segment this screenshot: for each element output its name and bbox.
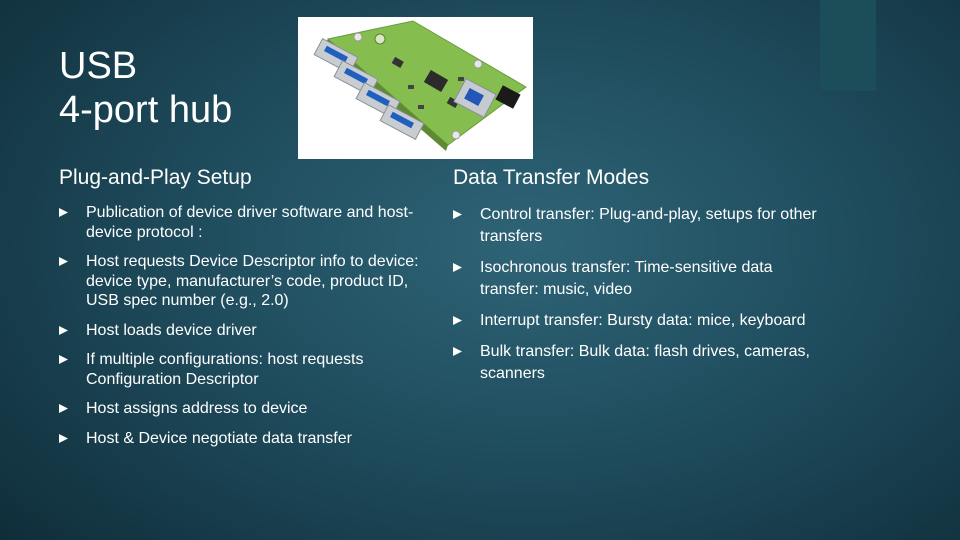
bullet-item: Bulk transfer: Bulk data: flash drives, … (453, 341, 823, 385)
bullet-item: Host loads device driver (59, 321, 419, 341)
usb-hub-board-illustration (298, 17, 533, 159)
bullet-item: Host & Device negotiate data transfer (59, 429, 419, 449)
bullet-arrow-icon (453, 210, 462, 219)
bullet-arrow-icon (453, 347, 462, 356)
bullet-arrow-icon (59, 325, 68, 335)
bullet-arrow-icon (59, 433, 68, 443)
bullet-item: Host requests Device Descriptor info to … (59, 252, 419, 311)
bullet-text: Publication of device driver software an… (86, 204, 414, 241)
bullet-arrow-icon (59, 355, 68, 364)
bullet-item: Host assigns address to device (59, 399, 419, 419)
bullet-item: Isochronous transfer: Time-sensitive dat… (453, 257, 823, 301)
bullet-text: Isochronous transfer: Time-sensitive dat… (480, 259, 773, 298)
bullet-text: Interrupt transfer: Bursty data: mice, k… (480, 312, 806, 329)
bullet-arrow-icon (59, 208, 68, 217)
bullet-item: If multiple configurations: host request… (59, 350, 419, 389)
usb-hub-photo (298, 17, 533, 159)
bullet-text: Host requests Device Descriptor info to … (86, 253, 419, 309)
bullet-text: Host assigns address to device (86, 400, 308, 417)
bullet-text: Host & Device negotiate data transfer (86, 429, 352, 447)
bullet-item: Control transfer: Plug-and-play, setups … (453, 204, 823, 248)
bullet-arrow-icon (59, 404, 68, 413)
bullet-arrow-icon (453, 316, 462, 325)
bullet-item: Interrupt transfer: Bursty data: mice, k… (453, 310, 823, 332)
bullet-arrow-icon (453, 263, 462, 272)
bullet-arrow-icon (59, 257, 68, 266)
left-bullet-list: Publication of device driver software an… (59, 203, 419, 448)
bullet-text: Bulk transfer: Bulk data: flash drives, … (480, 343, 810, 382)
bullet-text: Host loads device driver (86, 321, 257, 339)
accent-bar (820, 0, 876, 91)
right-column-heading: Data Transfer Modes (453, 166, 650, 189)
bullet-text: If multiple configurations: host request… (86, 351, 364, 388)
title-line-2: 4-port hub (59, 89, 233, 131)
slide-title: USB 4-port hub (59, 44, 299, 132)
bullet-item: Publication of device driver software an… (59, 203, 419, 242)
title-line-1: USB (59, 45, 138, 87)
bullet-text: Control transfer: Plug-and-play, setups … (480, 206, 817, 245)
left-column-heading: Plug-and-Play Setup (59, 166, 252, 189)
right-bullet-list: Control transfer: Plug-and-play, setups … (453, 204, 823, 385)
